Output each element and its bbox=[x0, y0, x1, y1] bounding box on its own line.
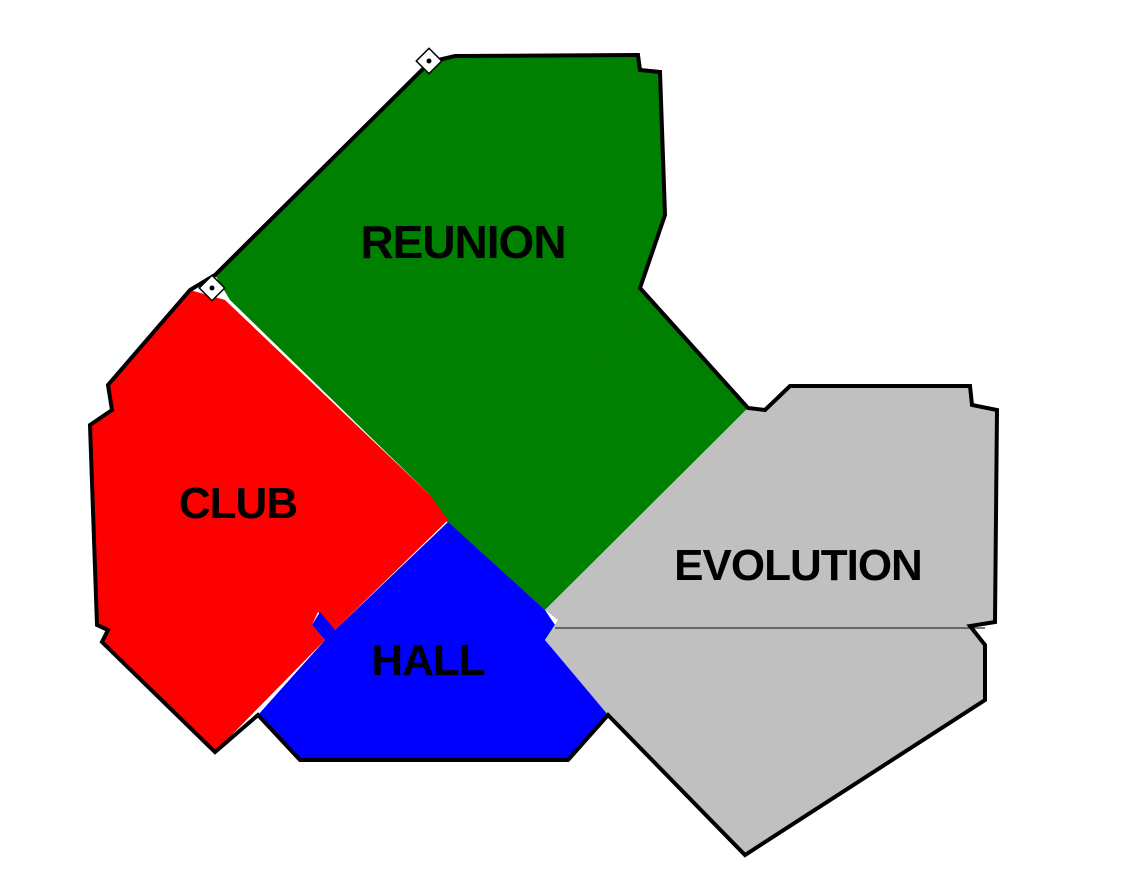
room-club-area[interactable] bbox=[90, 290, 448, 752]
room-evolution-label: EVOLUTION bbox=[674, 541, 922, 590]
room-hall-area[interactable] bbox=[258, 522, 610, 760]
building-outline bbox=[87, 52, 1000, 858]
room-hall-label: HALL bbox=[371, 636, 484, 685]
column-marker-left bbox=[198, 274, 226, 302]
room-reunion[interactable]: REUNION bbox=[215, 55, 748, 610]
room-reunion-seam bbox=[439, 319, 641, 506]
room-hall[interactable]: HALL bbox=[258, 522, 610, 760]
column-marker-top bbox=[415, 47, 443, 75]
room-evolution-area[interactable] bbox=[545, 386, 997, 855]
room-club-label: CLUB bbox=[179, 479, 297, 528]
room-club[interactable]: CLUB bbox=[90, 290, 448, 752]
room-evolution[interactable]: EVOLUTION bbox=[545, 386, 997, 855]
room-reunion-label: REUNION bbox=[360, 216, 565, 268]
room-reunion-area[interactable] bbox=[215, 55, 748, 610]
